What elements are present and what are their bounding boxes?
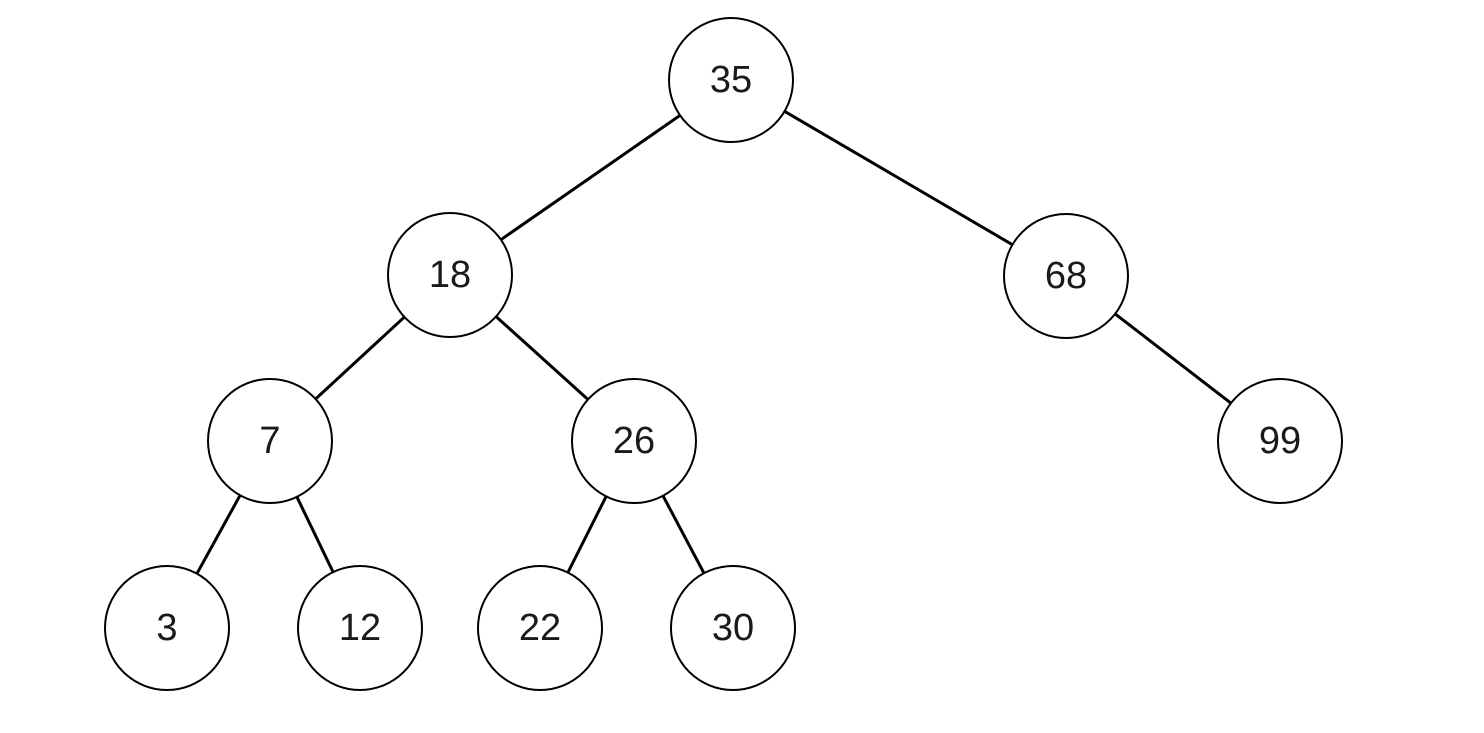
tree-node-label: 26 (613, 420, 655, 462)
tree-node-label: 7 (259, 420, 280, 462)
tree-node-circle (207, 378, 333, 504)
tree-node-99: 99 (1217, 378, 1343, 504)
tree-node-12: 12 (297, 565, 423, 691)
tree-node-circle (1217, 378, 1343, 504)
tree-node-26: 26 (571, 378, 697, 504)
tree-node-circle (571, 378, 697, 504)
tree-node-label: 3 (156, 607, 177, 649)
tree-node-label: 99 (1259, 420, 1301, 462)
tree-node-22: 22 (477, 565, 603, 691)
tree-node-7: 7 (207, 378, 333, 504)
tree-node-label: 18 (429, 254, 471, 296)
tree-node-circle (1003, 213, 1129, 339)
tree-node-circle (297, 565, 423, 691)
tree-node-circle (477, 565, 603, 691)
tree-node-label: 30 (712, 607, 754, 649)
tree-node-3: 3 (104, 565, 230, 691)
tree-node-label: 22 (519, 607, 561, 649)
tree-node-68: 68 (1003, 213, 1129, 339)
tree-node-30: 30 (670, 565, 796, 691)
tree-node-label: 68 (1045, 255, 1087, 297)
tree-node-circle (387, 212, 513, 338)
tree-node-35: 35 (668, 17, 794, 143)
tree-node-18: 18 (387, 212, 513, 338)
tree-node-label: 35 (710, 59, 752, 101)
tree-node-circle (668, 17, 794, 143)
tree-edge-35-68 (730, 78, 1067, 278)
tree-node-circle (104, 565, 230, 691)
tree-node-label: 12 (339, 607, 381, 649)
tree-node-circle (670, 565, 796, 691)
